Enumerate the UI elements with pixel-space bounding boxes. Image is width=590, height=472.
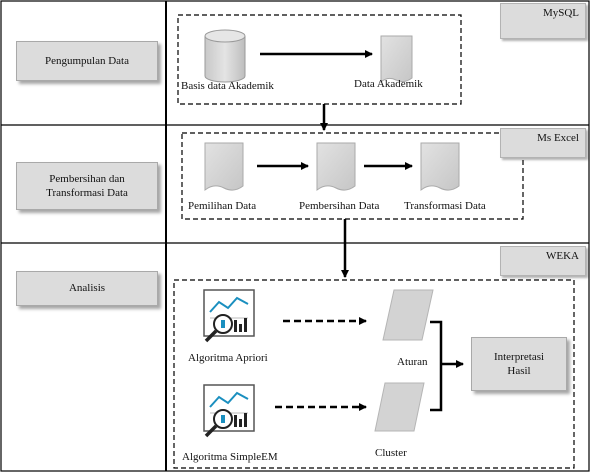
stage-box-pembersihan: Pembersihan dan Transformasi Data — [16, 162, 158, 210]
label-aturan: Aturan — [397, 356, 428, 368]
rules-shape — [382, 289, 434, 341]
document-icon-pemilihan — [204, 142, 244, 192]
label-pemilihan-data: Pemilihan Data — [188, 200, 257, 212]
tool-label-mysql: MySQL — [542, 7, 579, 19]
label-data-akademik: Data Akademik — [354, 78, 423, 90]
cluster-shape — [374, 382, 425, 432]
analytics-icon-simpleem — [203, 384, 255, 438]
document-icon-data-akademik — [380, 35, 413, 84]
tool-tag-weka: WEKA — [500, 246, 586, 276]
document-icon-transformasi — [420, 142, 460, 192]
stage-box-pengumpulan: Pengumpulan Data — [16, 41, 158, 81]
stage-label-pengumpulan: Pengumpulan Data — [44, 54, 129, 67]
cleaning-dashed-frame — [181, 132, 524, 220]
collection-dashed-frame — [177, 14, 462, 105]
stage-label-pembersihan: Pembersihan dan Transformasi Data — [46, 172, 128, 199]
label-basis-data: Basis data Akademik — [181, 80, 274, 92]
tool-label-weka: WEKA — [546, 250, 579, 262]
label-algoritma-apriori: Algoritma Apriori — [188, 352, 268, 364]
analysis-dashed-frame — [173, 279, 575, 469]
tool-tag-excel: Ms Excel — [500, 128, 586, 158]
tool-label-excel: Ms Excel — [537, 132, 579, 144]
label-algoritma-simpleem: Algoritma SimpleEM — [182, 451, 278, 463]
analytics-icon-apriori — [203, 289, 255, 343]
label-cluster: Cluster — [375, 447, 407, 459]
document-icon-pembersihan — [316, 142, 356, 192]
label-pembersihan-data: Pembersihan Data — [299, 200, 380, 212]
stage-box-analisis: Analisis — [16, 271, 158, 306]
database-icon — [204, 29, 246, 83]
merge-bracket — [430, 320, 464, 412]
label-transformasi-data: Transformasi Data — [404, 200, 486, 212]
tool-tag-mysql: MySQL — [500, 3, 586, 39]
interpretation-box: Interpretasi Hasil — [471, 337, 567, 391]
stage-label-analisis: Analisis — [68, 282, 106, 295]
